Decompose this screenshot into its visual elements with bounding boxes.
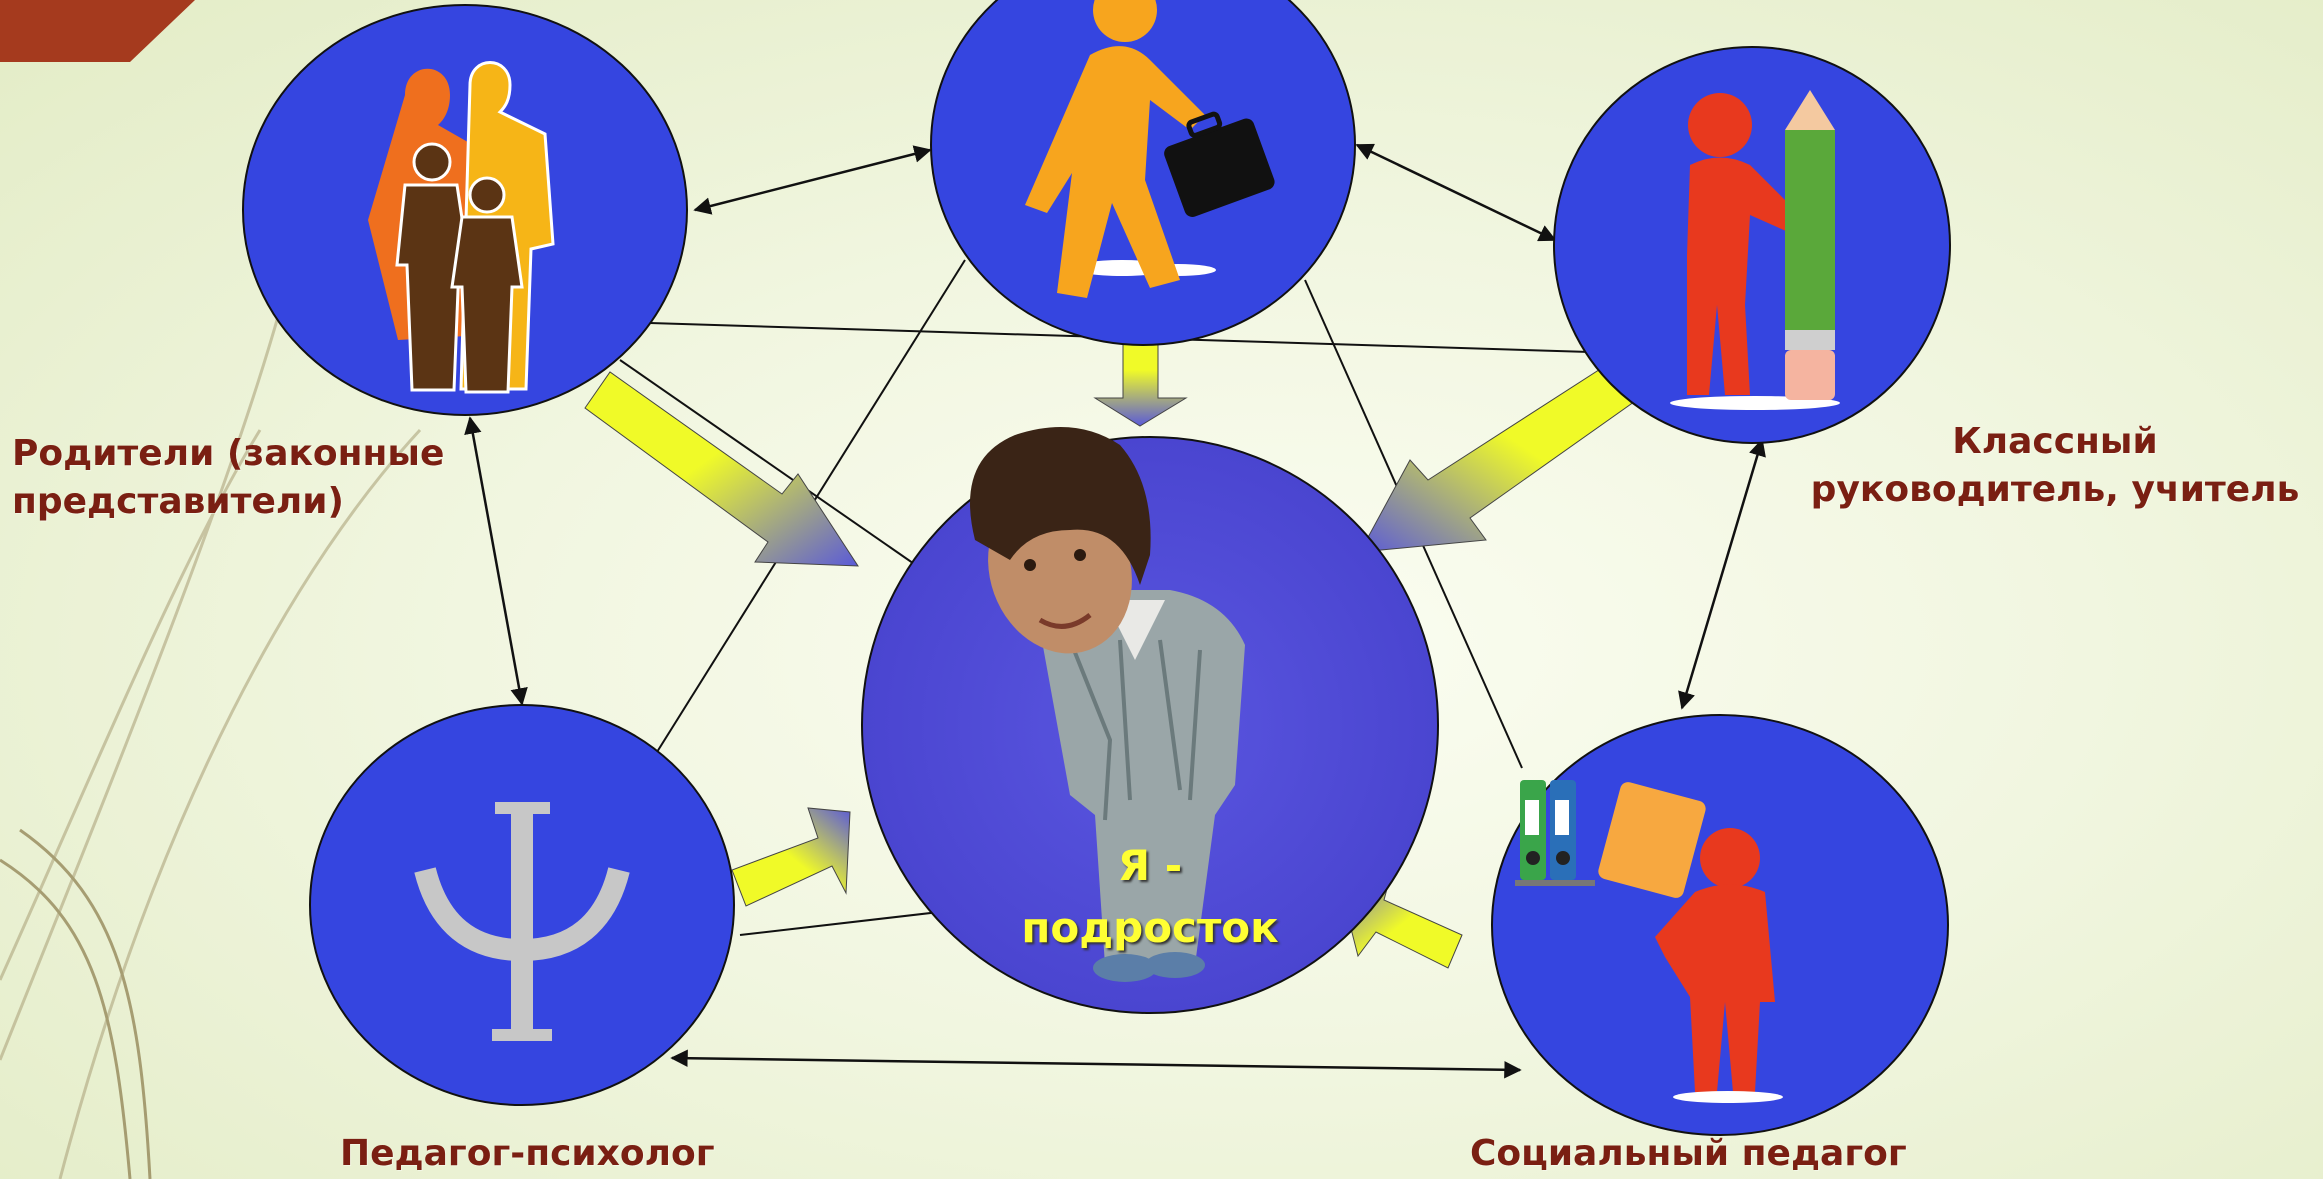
center-label: Я - подросток: [920, 835, 1380, 959]
person-pencil-icon: [1670, 90, 1840, 410]
center-label-line1: Я -: [1117, 841, 1183, 890]
influence-arrows: [584, 332, 1649, 969]
node-psychologist: [309, 704, 735, 1106]
arrow-top-to-center: [1093, 332, 1188, 427]
person-folders-icon: [1515, 780, 1783, 1103]
label-teacher-line2: руководитель, учитель: [1810, 469, 2300, 510]
family-icon: [368, 61, 555, 394]
label-teacher: Классный руководитель, учитель: [1795, 418, 2315, 514]
psi-icon: [414, 802, 630, 1041]
double-arrows: [464, 143, 1766, 1079]
arrow-parents-to-center: [584, 371, 859, 567]
label-parents: Родители (законные представители): [12, 430, 444, 526]
label-social: Социальный педагог: [1470, 1133, 1907, 1174]
node-social: [1491, 714, 1949, 1136]
label-parents-line1: Родители (законные: [12, 433, 445, 474]
label-teacher-line1: Классный: [1952, 421, 2158, 462]
node-top: [930, 0, 1356, 346]
background-curves: [0, 229, 422, 1179]
center-label-line2: подросток: [1021, 903, 1279, 952]
node-teacher: [1553, 46, 1951, 444]
label-psychologist: Педагог-психолог: [340, 1133, 715, 1174]
arrow-psy-to-center: [731, 807, 851, 907]
corner-tag: [0, 0, 195, 62]
node-parents: [242, 4, 688, 416]
node-center: [861, 427, 1439, 1014]
teenager-photo: [970, 427, 1245, 982]
label-parents-line2: представители): [12, 481, 344, 522]
walking-person-briefcase-icon: [1025, 0, 1275, 298]
arrow-teacher-to-center: [1359, 354, 1649, 553]
